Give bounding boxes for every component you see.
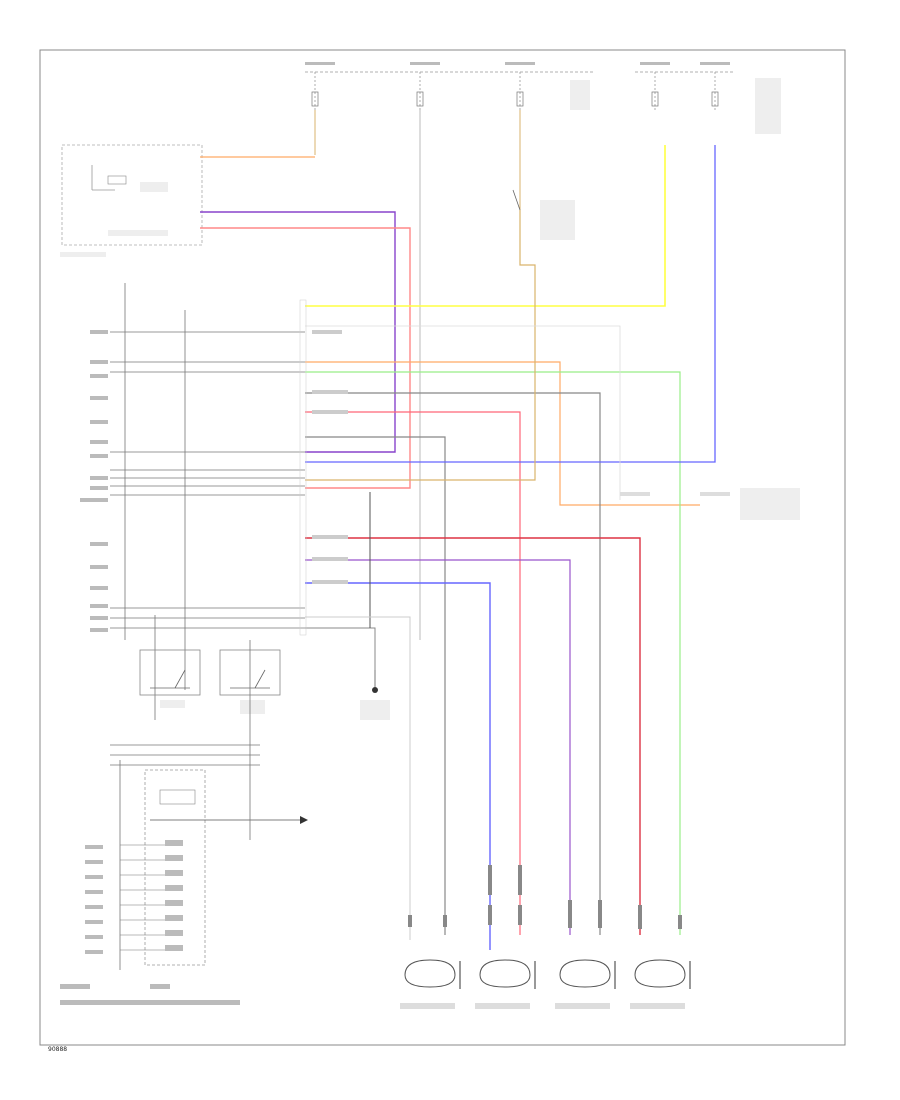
wheel-speed-sensor-icon [630,959,691,1009]
wire-darkred-lower [305,537,641,935]
wire-light-gray-b [305,325,621,500]
wheel-speed-sensor-icon [555,959,616,1009]
diagram-frame [39,49,846,1046]
wire-orange-mid [305,361,700,506]
wire-blue-lower [305,582,491,950]
wire-tan [305,210,536,481]
abs-control-module-lower [60,640,308,1005]
connector-column [299,299,348,636]
right-component-label [740,488,800,520]
switch-icon [139,649,201,708]
wire-gray [305,436,446,935]
wire-light-gray [305,616,411,940]
arrow-icon [300,816,308,824]
wire-black-white [305,392,601,935]
wire-ground [305,627,376,670]
wire-yellow [305,145,666,307]
wire-purple-lower [305,559,571,935]
footer-code: 90888 [48,1046,67,1053]
ground-icon [360,670,390,720]
wheel-speed-sensor-icon [400,959,461,1009]
switch-icon [512,189,575,240]
left-bus-lines [110,283,305,720]
wire-pink-upper [200,227,411,489]
power-supply-section [305,62,781,640]
wheel-speed-sensor-icon [475,959,536,1009]
control-module-upper-left [60,144,203,257]
wire-blue-upper [305,145,716,463]
wire-red-upper [305,411,521,935]
sensor-connector-marks [408,865,682,929]
wire-purple [200,211,396,453]
wire-green [305,371,681,935]
left-pin-labels [80,330,108,632]
